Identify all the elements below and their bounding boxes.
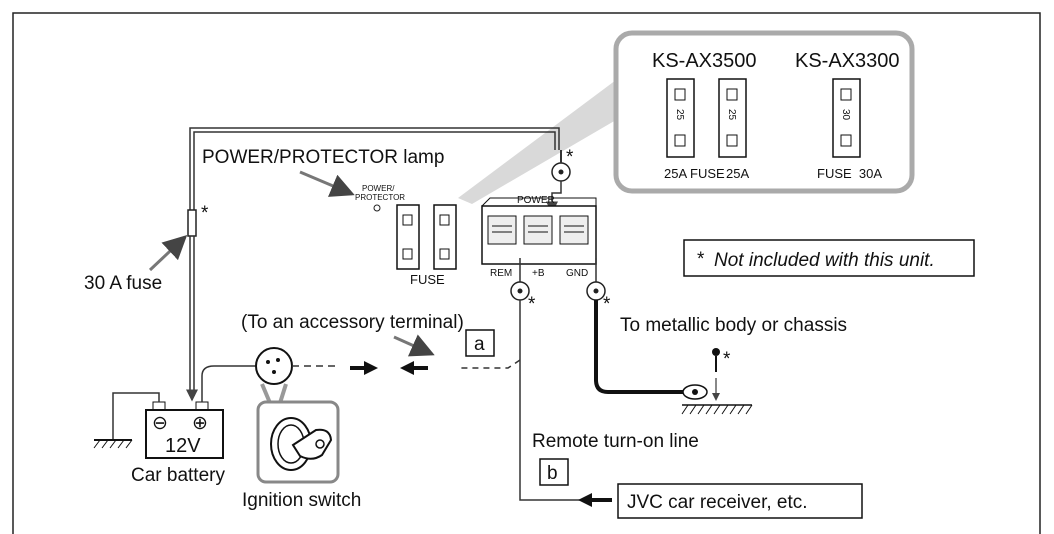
label-jvc-receiver: JVC car receiver, etc. (627, 492, 808, 513)
inline-fuse (187, 209, 197, 237)
key-icon (270, 417, 333, 471)
label-ignition-switch: Ignition switch (242, 490, 361, 511)
fuse-value-1: 25 (674, 109, 685, 121)
outer-frame (12, 12, 1041, 534)
model-ks-ax3300: KS-AX3300 (795, 50, 900, 72)
asterisk-rem: * (528, 294, 536, 315)
model-ks-ax3500: KS-AX3500 (652, 50, 757, 72)
plus-b-label: +B (532, 268, 545, 279)
amplifier-panel: POWER/ PROTECTOR FUSE POWER REM +B GND (355, 184, 597, 287)
fuse-inset: KS-AX3500 KS-AX3300 25 25 30 25A FUSE 25… (613, 30, 915, 194)
power-protector-line1: POWER/ (362, 184, 395, 193)
label-remote-turn-on: Remote turn-on line (532, 431, 699, 452)
fuse-caption-fuse: FUSE (690, 166, 725, 181)
fuse-slot-label: FUSE (410, 272, 445, 287)
label-power-protector-lamp: POWER/PROTECTOR lamp (202, 147, 444, 168)
car-battery: ⊖ ⊕ 12V (145, 401, 224, 459)
label-metallic-body: To metallic body or chassis (620, 315, 847, 336)
ignition-switch (255, 347, 340, 484)
asterisk-note: * (697, 249, 705, 270)
ground-wire (594, 300, 685, 394)
power-wire (189, 127, 560, 210)
power-label: POWER (517, 195, 555, 206)
asterisk-gnd: * (603, 294, 611, 315)
fuse-value-2: 25 (726, 109, 737, 121)
battery-plus-icon: ⊕ (192, 413, 208, 434)
gnd-label: GND (566, 268, 588, 279)
fuse-value-3: 30 (840, 109, 851, 121)
label-car-battery: Car battery (131, 465, 225, 486)
fuse-caption-25a-left: 25A (664, 166, 687, 181)
power-protector-led (373, 204, 381, 212)
battery-voltage: 12V (165, 435, 201, 457)
screw-icon (712, 348, 720, 372)
marker-a: a (474, 334, 485, 355)
callout-wedge (458, 80, 616, 204)
label-30a-fuse: 30 A fuse (84, 273, 162, 294)
asterisk-power-terminal: * (566, 147, 574, 168)
fuse-caption-30a: FUSE 30A (817, 166, 882, 181)
asterisk-fuse: * (201, 203, 209, 224)
power-protector-line2: PROTECTOR (355, 193, 405, 202)
marker-b: b (547, 463, 558, 484)
chassis-ground-symbol (681, 404, 753, 415)
rem-label: REM (490, 268, 512, 279)
asterisk-screw: * (723, 349, 731, 370)
label-accessory-terminal: (To an accessory terminal) (241, 312, 464, 333)
battery-minus-icon: ⊖ (152, 413, 168, 434)
fuse-caption-25a-right: 25A (726, 166, 749, 181)
label-not-included: Not included with this unit. (714, 250, 935, 271)
